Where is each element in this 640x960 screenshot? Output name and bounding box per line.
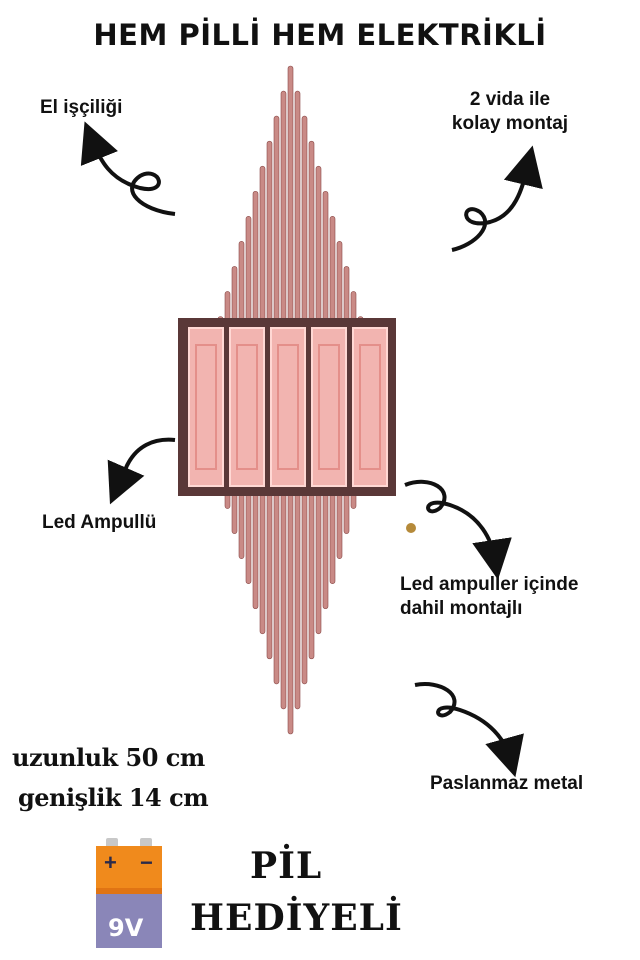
crystal-facet (195, 344, 217, 470)
crystal-prism (352, 327, 388, 487)
label-included: Led ampuller içinde dahil montajlı (400, 573, 578, 621)
arrow-icon-included (404, 479, 512, 580)
battery-voltage: 9V (108, 914, 144, 942)
label-handmade: El işçiliği (40, 97, 123, 118)
crystal-facet (236, 344, 258, 470)
label-stainless: Paslanmaz metal (430, 773, 584, 794)
arrow-icon-stainless (414, 682, 524, 778)
dimension-length: uzunluk 50 cm (12, 743, 205, 772)
label-mount-line1: 2 vida ile (469, 89, 551, 110)
arrow-icon-led (107, 437, 176, 505)
lamp-crystal-frame (178, 318, 396, 496)
crystal-prism (270, 327, 306, 487)
battery-icon: + − 9V (96, 838, 162, 948)
label-mount-line2: kolay montaj (451, 113, 569, 134)
crystal-facet (277, 344, 299, 470)
crystal-facet (318, 344, 340, 470)
arrow-icon-mount (451, 145, 543, 252)
battery-minus: − (140, 850, 153, 875)
arrow-icon-handmade (80, 121, 176, 216)
gift-line1: PİL (250, 845, 323, 887)
screw-icon (406, 523, 416, 533)
crystal-prism (311, 327, 347, 487)
dimension-width: genişlik 14 cm (18, 783, 209, 812)
label-included-line2: dahil montajlı (400, 598, 523, 619)
label-mount: 2 vida ile kolay montaj (440, 88, 580, 136)
label-included-line1: Led ampuller içinde (400, 574, 579, 595)
battery-plus: + (104, 850, 117, 875)
page-title: HEM PİLLİ HEM ELEKTRİKLİ (93, 18, 547, 52)
crystal-facet (359, 344, 381, 470)
crystal-prism (188, 327, 224, 487)
gift-line2: HEDİYELİ (190, 897, 403, 939)
label-led: Led Ampullü (42, 512, 157, 533)
crystal-prism (229, 327, 265, 487)
